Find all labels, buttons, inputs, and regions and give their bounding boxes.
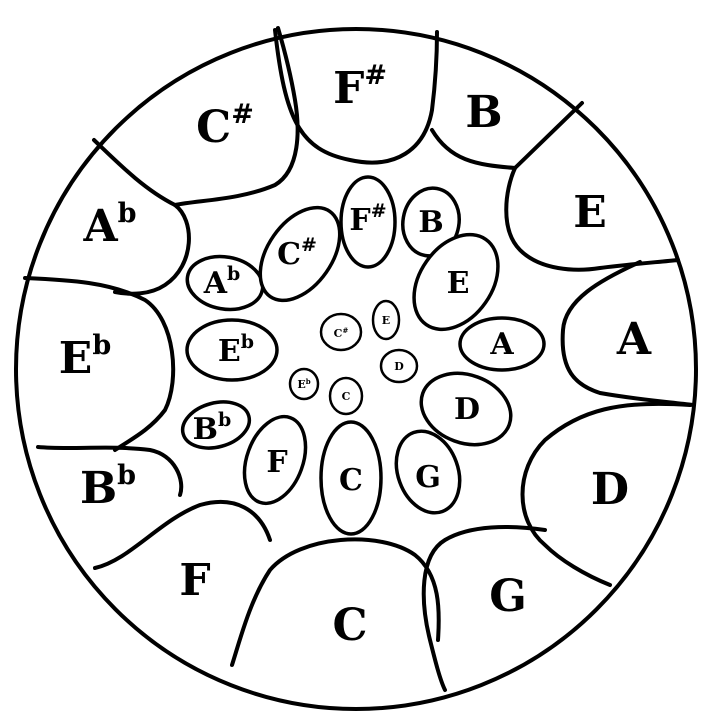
outer-pad-csharp bbox=[173, 26, 300, 207]
inner-ring-label-csharp: C# bbox=[334, 326, 349, 340]
inner-pad-c bbox=[328, 376, 364, 416]
inner-ring-label-eb: Eb bbox=[297, 377, 310, 391]
outer-pad-ab bbox=[92, 138, 191, 296]
middle-pad-b bbox=[401, 186, 461, 258]
middle-ring-label-g: G bbox=[415, 460, 441, 495]
outer-ring-label-ab: Ab bbox=[82, 198, 136, 252]
inner-ring-pads bbox=[288, 299, 419, 416]
middle-ring-label-a: A bbox=[489, 327, 514, 362]
outer-pad-a bbox=[560, 260, 695, 407]
outer-pad-bb bbox=[36, 445, 184, 497]
outer-ring-label-d: D bbox=[591, 464, 629, 515]
outer-ring-label-eb: Eb bbox=[59, 330, 111, 384]
middle-pad-e bbox=[412, 232, 500, 332]
middle-ring-label-f: F bbox=[266, 445, 287, 480]
outer-ring-label-c: C bbox=[332, 600, 367, 651]
inner-pad-eb bbox=[288, 367, 320, 401]
outer-pad-c bbox=[230, 537, 441, 667]
outer-circle bbox=[14, 27, 698, 711]
inner-pad-d bbox=[379, 348, 419, 384]
outer-ring-label-g: G bbox=[489, 571, 527, 622]
middle-ring-label-d: D bbox=[454, 392, 480, 427]
outer-ring-label-bb: Bb bbox=[80, 460, 136, 514]
outer-ring-label-b: B bbox=[465, 87, 502, 138]
middle-ring-label-fsharp: F# bbox=[349, 200, 386, 238]
middle-ring-label-csharp: C# bbox=[277, 234, 317, 272]
middle-pad-fsharp bbox=[339, 175, 397, 269]
outer-pad-d bbox=[520, 401, 692, 587]
inner-ring-labels: C# E D C Eb bbox=[297, 314, 404, 403]
outer-ring-label-a: A bbox=[616, 314, 652, 365]
outer-ring-label-csharp: C# bbox=[196, 99, 254, 153]
middle-pad-a bbox=[458, 316, 546, 372]
inner-pad-csharp bbox=[319, 312, 363, 352]
middle-ring-pads bbox=[180, 175, 546, 536]
middle-ring-label-e: E bbox=[447, 266, 470, 301]
middle-pad-g bbox=[394, 429, 462, 515]
middle-ring-label-b: B bbox=[418, 205, 443, 240]
outer-ring-label-fsharp: F# bbox=[333, 60, 387, 114]
inner-ring-label-e: E bbox=[382, 314, 390, 327]
middle-pad-d bbox=[419, 371, 513, 447]
middle-ring-label-eb: Eb bbox=[218, 331, 254, 369]
outer-ring-label-f: F bbox=[179, 555, 210, 606]
outer-pad-f bbox=[93, 499, 272, 570]
middle-pad-eb bbox=[185, 318, 279, 382]
outer-pad-fsharp bbox=[273, 28, 439, 165]
middle-ring-label-c: C bbox=[339, 463, 363, 498]
middle-pad-bb bbox=[180, 400, 252, 450]
inner-pad-e bbox=[371, 299, 401, 341]
middle-ring-label-bb: Bb bbox=[193, 409, 232, 447]
inner-ring-label-d: D bbox=[394, 360, 404, 373]
outer-pad-eb bbox=[23, 276, 176, 452]
middle-pad-f bbox=[242, 414, 308, 506]
inner-ring-label-c: C bbox=[342, 390, 351, 403]
middle-ring-label-ab: Ab bbox=[203, 263, 241, 301]
middle-pad-c bbox=[319, 420, 383, 536]
outer-ring-pads bbox=[23, 26, 695, 692]
outer-ring-label-e: E bbox=[573, 187, 607, 238]
outer-divider-b-e bbox=[430, 101, 584, 170]
middle-pad-csharp bbox=[258, 205, 342, 303]
